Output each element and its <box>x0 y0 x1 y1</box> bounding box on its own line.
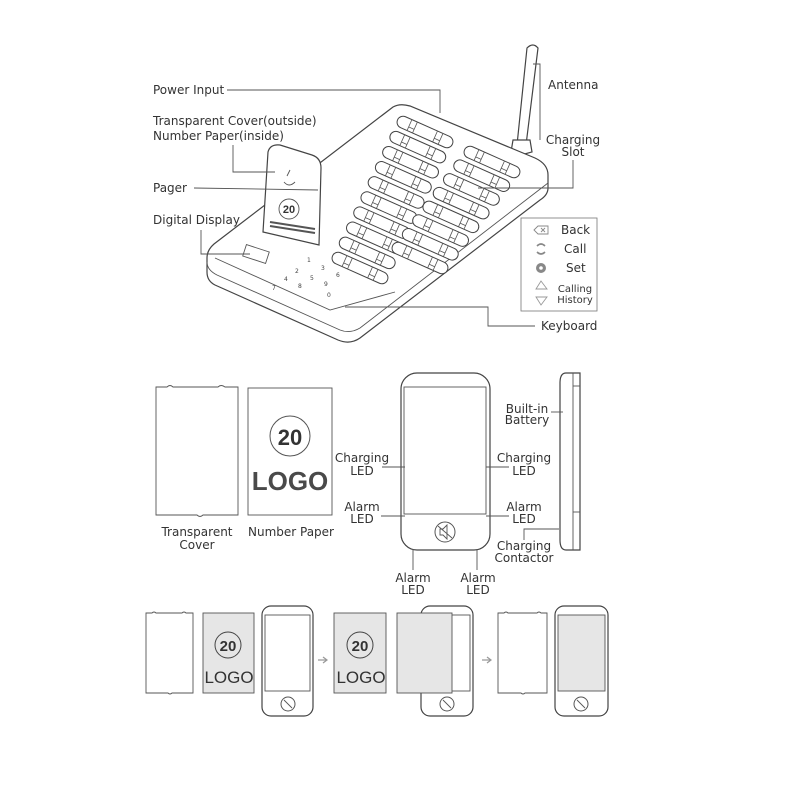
charging-slots <box>331 115 521 285</box>
charging-slot <box>463 145 521 179</box>
keyboard-legend: Back Call Set Calling History <box>520 217 598 312</box>
key-5: 5 <box>310 275 314 282</box>
label-contactor-1: Charging <box>497 539 551 553</box>
label-transparent-cover-outside: Transparent Cover(outside) <box>152 114 317 128</box>
charging-slot <box>432 186 490 220</box>
step2-paper-number: 20 <box>352 638 369 655</box>
arrow-icon <box>318 656 328 664</box>
charging-slot <box>396 115 454 149</box>
charging-slot <box>382 145 439 179</box>
paper-logo: LOGO <box>252 466 329 496</box>
label-alarm-led-bottom-left-1: Alarm <box>395 571 430 585</box>
label-keyboard: Keyboard <box>541 319 597 333</box>
key-0: 0 <box>327 292 331 299</box>
label-transparent-cover-1: Transparent <box>160 525 232 539</box>
arrow-icon <box>482 656 492 664</box>
step1-paper-logo: LOGO <box>204 668 253 687</box>
label-alarm-led-bottom-right-1: Alarm <box>460 571 495 585</box>
label-alarm-led-left-2: LED <box>350 512 374 526</box>
legend-call: Call <box>564 242 586 256</box>
digital-display <box>242 244 270 264</box>
label-charging-slot-2: Slot <box>562 145 585 159</box>
label-contactor-2: Contactor <box>495 551 554 565</box>
key-7: 7 <box>272 285 276 292</box>
step2-paper-logo: LOGO <box>336 668 385 687</box>
label-alarm-led-bottom-right-2: LED <box>466 583 490 597</box>
mute-icon <box>434 521 456 543</box>
legend-set: Set <box>566 261 586 275</box>
legend-back: Back <box>561 223 590 237</box>
label-charging-led-left-2: LED <box>350 464 374 478</box>
pager-front-view <box>400 372 491 551</box>
pager-side-view <box>559 372 581 551</box>
step-1: 20 LOGO <box>145 605 314 717</box>
key-9: 9 <box>324 281 328 288</box>
charging-slot <box>443 173 500 206</box>
key-3: 3 <box>321 265 325 272</box>
charging-slot <box>389 130 447 164</box>
back-icon <box>533 225 549 235</box>
docked-pager: 20 <box>262 144 322 246</box>
legend-history: History <box>557 295 593 306</box>
key-1: 1 <box>307 257 311 264</box>
key-8: 8 <box>298 283 302 290</box>
paper-number: 20 <box>278 425 302 450</box>
key-2: 2 <box>295 268 299 275</box>
charging-slot <box>453 159 511 192</box>
label-power-input: Power Input <box>153 83 224 97</box>
charging-slot <box>331 251 389 285</box>
label-number-paper: Number Paper <box>248 525 334 539</box>
label-transparent-cover-2: Cover <box>179 538 214 552</box>
charging-slot <box>391 241 449 275</box>
key-4: 4 <box>284 276 288 283</box>
label-battery-2: Battery <box>505 413 549 427</box>
label-charging-slot-1: Charging <box>546 133 600 147</box>
label-alarm-led-right-2: LED <box>512 512 536 526</box>
step1-paper-number: 20 <box>220 638 237 655</box>
label-pager: Pager <box>153 181 187 195</box>
charging-slot <box>412 214 469 247</box>
charging-slot <box>401 228 459 261</box>
key-6: 6 <box>336 272 340 279</box>
triangle-up-icon <box>535 280 548 290</box>
legend-calling: Calling <box>558 284 592 295</box>
label-alarm-led-left-1: Alarm <box>344 500 379 514</box>
transparent-cover <box>155 385 239 517</box>
label-alarm-led-bottom-left-2: LED <box>401 583 425 597</box>
label-digital-display: Digital Display <box>153 213 240 227</box>
label-alarm-led-right-1: Alarm <box>506 500 541 514</box>
triangle-down-icon <box>535 296 548 306</box>
docked-pager-number: 20 <box>283 204 295 216</box>
antenna <box>509 44 539 159</box>
label-charging-led-right-1: Charging <box>497 451 551 465</box>
base-station <box>206 104 549 343</box>
charging-slot <box>374 161 432 194</box>
label-charging-led-right-2: LED <box>512 464 536 478</box>
label-antenna: Antenna <box>548 78 598 92</box>
step-3 <box>497 605 609 717</box>
label-battery-1: Built-in <box>506 402 548 416</box>
number-paper: 20 LOGO <box>247 387 333 516</box>
charging-slot <box>422 200 480 234</box>
gear-icon <box>536 263 546 273</box>
step-2: 20 LOGO <box>333 605 474 717</box>
call-icon <box>536 243 546 255</box>
label-number-paper-inside: Number Paper(inside) <box>153 129 284 143</box>
keyboard-keys: 1 2 3 4 5 6 7 8 9 0 <box>272 257 340 299</box>
charging-slot <box>338 236 396 270</box>
label-charging-led-left-1: Charging <box>335 451 389 465</box>
